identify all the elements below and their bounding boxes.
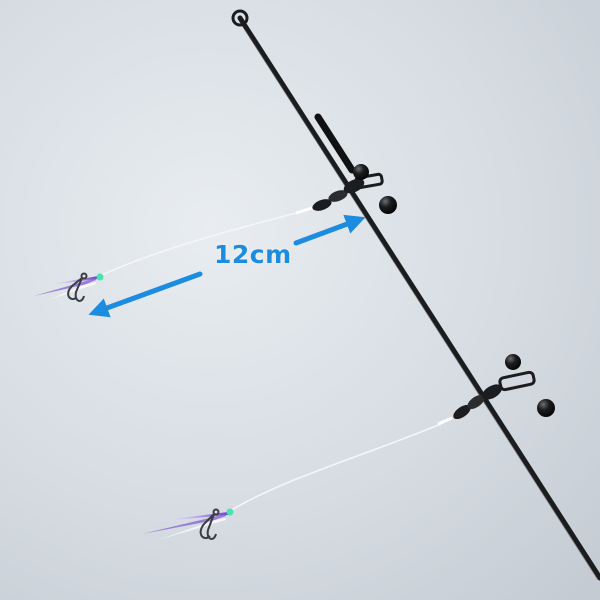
upper-leader-line	[99, 211, 301, 277]
rod-top-ring	[231, 9, 249, 27]
lower-hook-icon	[199, 508, 220, 540]
rod-main-line	[237, 15, 600, 581]
upper-dropper	[34, 164, 397, 302]
lower-knot	[437, 416, 453, 426]
upper-bead-bottom-icon	[379, 196, 397, 214]
lower-snap-clip	[498, 370, 536, 392]
upper-bead-top-icon	[353, 164, 369, 180]
measure-arrow-left	[88, 271, 203, 318]
lower-leader-line	[231, 422, 444, 511]
rod	[231, 9, 600, 581]
measurement-label: 12cm	[214, 240, 292, 269]
upper-swivel-icon	[312, 178, 365, 211]
lower-lure-icon	[142, 508, 234, 540]
upper-snap-clip	[354, 172, 384, 190]
rod-grip-section	[314, 113, 356, 174]
lower-bead-bottom-icon	[537, 399, 555, 417]
lower-swivel-icon	[453, 384, 502, 420]
lower-bead-top-icon	[505, 354, 521, 370]
measurement-indicator	[88, 214, 366, 318]
rod-highlight	[244, 29, 599, 581]
upper-hook-icon	[67, 272, 88, 302]
lower-dropper	[142, 354, 555, 540]
upper-knot	[295, 206, 313, 215]
measure-arrow-right	[293, 214, 366, 246]
